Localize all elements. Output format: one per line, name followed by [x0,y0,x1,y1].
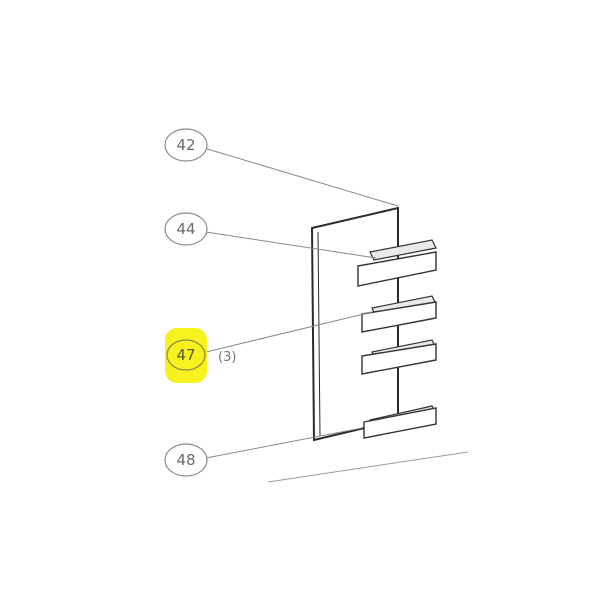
callout-47[interactable]: 47 (3) [165,328,236,383]
leader-line-48 [205,427,363,459]
callout-bubble [164,128,208,162]
callout-bubble [164,443,208,477]
floor-line [267,451,469,483]
callout-label: 42 [176,136,195,154]
callout-44[interactable]: 44 [164,212,208,246]
door-bin-47-a [361,295,437,333]
quantity-label: (3) [218,350,236,365]
callout-label: 47 [176,346,195,364]
door-bin-48 [363,405,437,439]
leader-line-42 [203,147,399,207]
callout-bubble [166,339,206,371]
callout-bubble [164,212,208,246]
callout-label: 44 [176,220,195,238]
callout-label: 48 [176,451,195,469]
leader-line-47 [205,311,373,353]
highlight-marker [165,328,207,383]
callout-48[interactable]: 48 [164,443,208,477]
callout-42[interactable]: 42 [164,128,208,162]
leader-line-44 [205,231,377,259]
door-bin-47-b [361,339,437,375]
